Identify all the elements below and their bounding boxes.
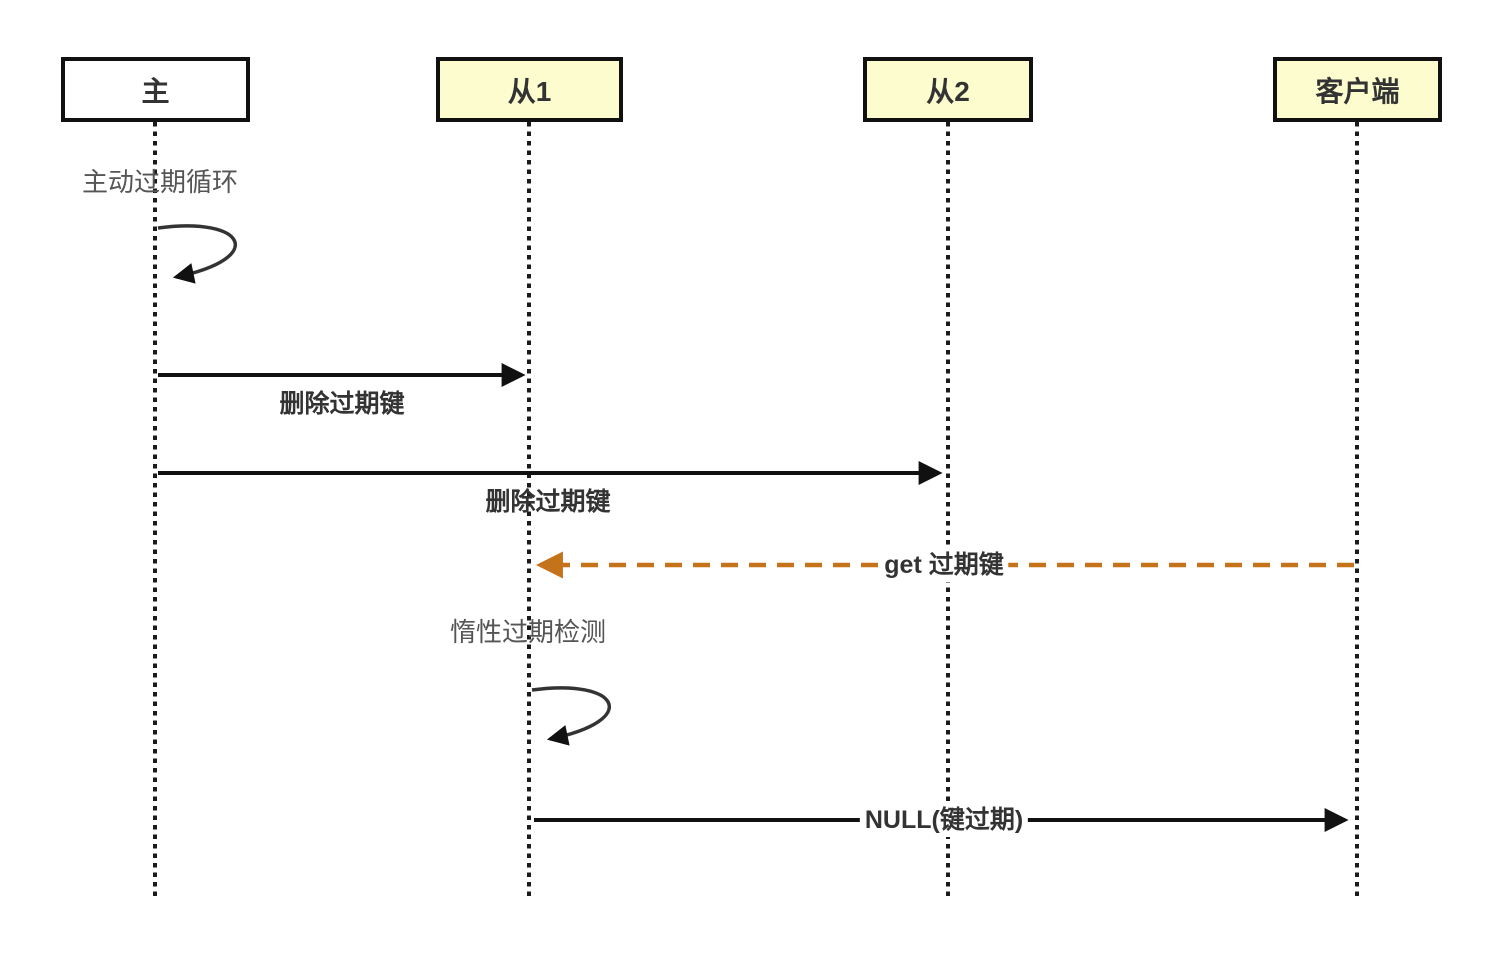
self-loop-master-arrow [157,224,238,284]
lifeline-slave2 [946,122,950,898]
lifeline-client [1355,122,1359,898]
message-label-get-expired-key: get 过期键 [879,548,1009,582]
message-label-delete-expired-key-2: 删除过期键 [485,488,611,516]
actor-box-slave1: 从1 [436,57,623,122]
note-active-expire-loop: 主动过期循环 [82,167,239,197]
lifeline-slave1 [527,122,531,898]
message-label-null-key-expired: NULL(键过期) [859,803,1029,837]
actor-label-master: 主 [141,75,170,107]
actor-box-master: 主 [61,57,250,122]
message-label-delete-expired-key-1: 删除过期键 [279,390,405,418]
actor-label-slave2: 从2 [926,75,970,107]
actor-box-client: 客户端 [1273,57,1442,122]
self-loop-slave1-arrow [531,686,612,746]
actor-label-client: 客户端 [1315,75,1400,107]
actor-box-slave2: 从2 [863,57,1033,122]
actor-label-slave1: 从1 [507,75,552,107]
lifeline-master [153,122,157,898]
note-lazy-expire-check: 惰性过期检测 [450,617,607,647]
